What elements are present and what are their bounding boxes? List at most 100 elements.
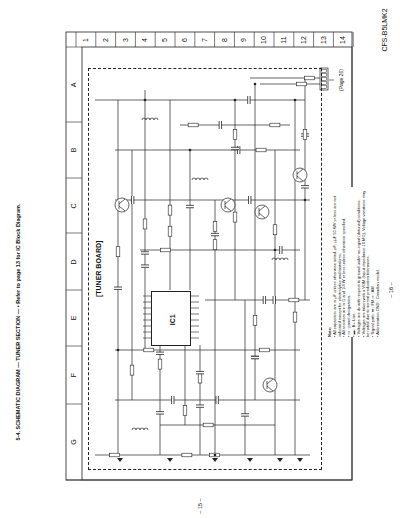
grid-column: 4 <box>142 37 150 43</box>
wire <box>160 425 275 426</box>
wire <box>295 100 296 455</box>
grid-column: 12 <box>300 35 308 45</box>
board-outline: [TUNER BOARD] IC1 <box>88 68 322 470</box>
ruler-tick <box>115 32 116 47</box>
note-line: • Voltages are taken with a VOM (Input i… <box>361 187 371 337</box>
resistor-symbol <box>253 315 257 325</box>
grid-column: 1 <box>82 37 90 43</box>
grid-row: G <box>70 438 78 445</box>
capacitor-symbol <box>196 371 204 373</box>
grid-column: 9 <box>241 37 249 43</box>
ground-symbol <box>212 458 218 462</box>
coil-symbol <box>192 178 208 180</box>
wire <box>115 200 310 201</box>
coil-symbol <box>132 428 148 430</box>
resistor-symbol <box>198 373 202 383</box>
grid-column: 14 <box>340 35 348 45</box>
grid-column: 11 <box>280 35 288 44</box>
transistor-symbol <box>221 198 235 212</box>
capacitor-symbol <box>114 287 122 289</box>
board-name: [TUNER BOARD] <box>95 240 103 298</box>
grid-column: 10 <box>260 35 268 45</box>
page-reference: (Page 20) <box>339 68 345 92</box>
junction-dot <box>214 454 217 457</box>
ruler-tick <box>175 32 176 47</box>
ruler-tick <box>274 32 275 47</box>
resistor-symbol <box>130 365 134 375</box>
note-line: • Abbreviation CND : Canadian model. <box>376 187 381 337</box>
resistor-symbol <box>303 129 307 139</box>
wire <box>95 100 305 101</box>
ruler-tick <box>214 32 215 47</box>
wire <box>132 150 133 400</box>
ruler-tick <box>66 404 82 405</box>
ruler-tick <box>155 32 156 47</box>
resistor-symbol <box>144 348 154 352</box>
ruler-tick <box>254 32 255 47</box>
capacitor-symbol <box>248 96 250 104</box>
resistor-symbol <box>233 212 237 222</box>
capacitor-symbol <box>231 147 239 149</box>
ruler-tick <box>353 32 354 47</box>
ic-box: IC1 <box>151 291 191 346</box>
ruler-tick <box>66 233 82 234</box>
transistor-symbol <box>293 168 307 182</box>
ruler-tick <box>95 32 96 47</box>
wire <box>115 350 300 351</box>
junction-dot <box>189 149 192 152</box>
components <box>110 76 315 462</box>
capacitor-symbol <box>263 296 265 304</box>
wire <box>305 78 306 300</box>
resistor-symbol <box>116 247 120 257</box>
capacitor-symbol <box>241 414 249 416</box>
wire <box>255 84 256 400</box>
ruler-tick <box>66 480 82 481</box>
drawing-frame <box>82 47 352 480</box>
junction-dot <box>144 99 147 102</box>
capacitor-symbol <box>156 352 164 354</box>
leader-line <box>329 80 334 81</box>
resistor-symbol <box>188 123 198 127</box>
grid-column: 3 <box>122 37 130 43</box>
ground-symbol <box>117 458 123 462</box>
wire <box>260 84 322 85</box>
grid-row: C <box>70 202 78 209</box>
resistor-symbol <box>110 453 120 457</box>
wire <box>245 300 246 455</box>
grid-row: B <box>70 147 78 154</box>
wire <box>215 200 216 455</box>
grid-column: 13 <box>320 35 328 45</box>
resistor-symbol <box>233 130 237 140</box>
junction-dot <box>254 83 257 86</box>
coil-symbol <box>272 258 288 260</box>
wire <box>190 150 191 290</box>
ruler-tick <box>66 346 82 347</box>
junction-dot <box>117 349 120 352</box>
page-number: – 15 – <box>197 497 203 514</box>
wire <box>118 100 119 455</box>
junction-dot <box>294 99 297 102</box>
resistor-symbol <box>256 148 266 152</box>
resistor-symbol <box>161 248 171 252</box>
ruler-tick <box>333 32 334 47</box>
grid-column: 6 <box>181 37 189 43</box>
capacitor-symbol <box>196 405 204 407</box>
capacitor-symbol <box>216 396 218 404</box>
resistor-symbol <box>182 453 192 457</box>
capacitor-symbol <box>251 356 259 358</box>
wire <box>200 345 201 455</box>
resistor-symbol <box>270 123 280 127</box>
grid-column: 8 <box>221 37 229 43</box>
resistor-symbol <box>213 240 217 250</box>
ground-symbol <box>297 458 303 462</box>
resistor-symbol <box>213 222 217 232</box>
ruler-tick <box>293 32 294 47</box>
model-name: CFS-B5LMK2 <box>381 7 389 52</box>
transistor-symbol <box>115 198 129 212</box>
junction-dot <box>274 249 277 252</box>
capacitor-symbol <box>141 252 149 254</box>
ruler-tick <box>194 32 195 47</box>
resistor-symbol <box>289 298 299 302</box>
ruler-frame <box>66 32 352 480</box>
ruler-tick <box>313 32 314 47</box>
